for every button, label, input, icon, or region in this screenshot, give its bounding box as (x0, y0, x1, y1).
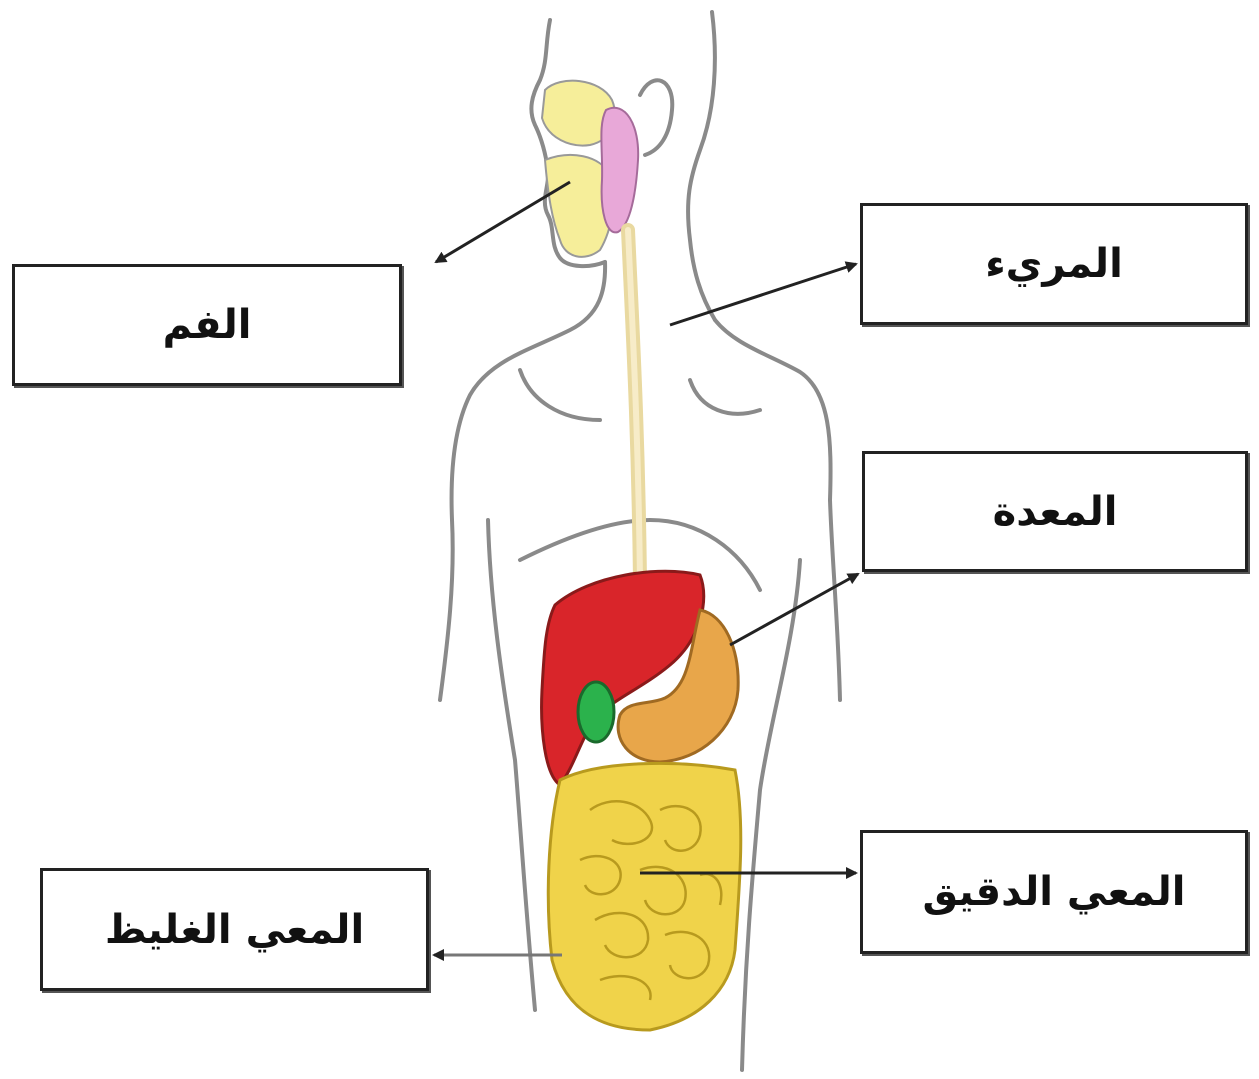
left-arm (440, 520, 453, 700)
back-of-head (688, 12, 715, 320)
large-intestine-frame (548, 763, 740, 1030)
salivary-tissue (601, 108, 638, 233)
label-stomach-text: المعدة (993, 489, 1118, 535)
label-mouth-text: الفم (163, 302, 252, 348)
label-stomach: المعدة (862, 451, 1248, 572)
chest-line-left (520, 370, 600, 420)
chest-line-right (690, 380, 760, 414)
label-small-intestine-text: المعي الدقيق (923, 869, 1186, 915)
left-inner-arm (488, 520, 535, 1010)
label-small-intestine: المعي الدقيق (860, 830, 1248, 954)
label-esophagus-text: المريء (985, 241, 1123, 287)
gallbladder (578, 682, 614, 742)
right-inner-arm (742, 560, 800, 1070)
intestines (548, 763, 740, 1030)
arrow-esophagus (670, 264, 856, 325)
ear (640, 80, 672, 155)
label-esophagus: المريء (860, 203, 1248, 325)
label-large-intestine-text: المعي الغليظ (105, 907, 364, 953)
right-shoulder (715, 320, 831, 500)
label-large-intestine: المعي الغليظ (40, 868, 429, 991)
left-shoulder (452, 262, 606, 520)
right-arm (830, 500, 840, 700)
label-mouth: الفم (12, 264, 402, 386)
